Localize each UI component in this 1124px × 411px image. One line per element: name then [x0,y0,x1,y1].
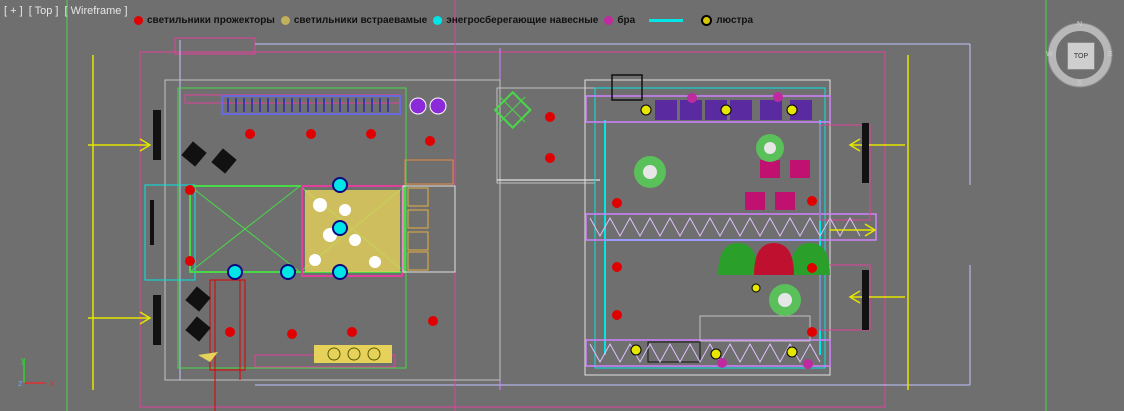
viewcube[interactable]: TOP N S W E [1046,21,1114,89]
outer-boundary-lines [66,0,1047,411]
red-spotlights [185,112,817,339]
right-room [584,74,877,376]
compass-south: S [1077,80,1082,87]
cyan-dot-icon [433,15,443,25]
lighting-legend: светильники прожекторы светильники встра… [134,12,759,28]
magenta-wall-lights [687,92,813,369]
chandelier-ring-icon [701,14,713,26]
right-room-furniture [634,100,830,316]
viewcube-compass-ring[interactable] [1046,21,1114,89]
compass-north: N [1077,21,1083,28]
left-stage-furniture [181,95,447,363]
legend-label: бра [617,14,636,26]
red-dot-icon [134,15,143,25]
viewport-menu-plus[interactable]: [ + ] [4,5,23,17]
viewcube-top-face[interactable]: TOP [1067,42,1095,70]
viewport-view-menu[interactable]: [ Top ] [28,5,59,17]
compass-west: W [1046,51,1053,58]
legend-item-spotlights: светильники прожекторы [134,15,275,26]
magenta-dot-icon [604,15,614,25]
viewport-label: [ + ] [ Top ] [ Wireframe ] [4,5,131,17]
compass-east: E [1108,51,1113,58]
cyan-hanging-lights [227,177,348,280]
yellow-chandeliers [630,104,798,360]
cyan-line-icon [649,18,684,22]
axis-tripod: x y z [18,355,55,388]
central-corridor [493,87,600,184]
y-axis-label: y [21,355,26,365]
x-axis-label: x [50,378,55,388]
khaki-dot-icon [280,15,290,25]
z-axis-label: z [18,378,23,388]
legend-item-energy-saving: энегросберегающие навесные [433,15,598,26]
legend-label: люстра [716,14,754,26]
legend-item-recessed: светильники встраевамые [280,14,428,26]
legend-item-chandelier: люстра [697,14,754,26]
entry-arrows [88,55,909,390]
legend-label: светильники встраевамые [293,14,428,26]
truss-pattern [589,216,861,364]
legend-label: светильники прожекторы [147,14,275,26]
legend-label: энегросберегающие навесные [446,14,599,26]
viewport-shading-menu[interactable]: [ Wireframe ] [64,5,128,17]
door-blocks [150,110,869,345]
legend-item-sconce: бра [604,15,635,26]
